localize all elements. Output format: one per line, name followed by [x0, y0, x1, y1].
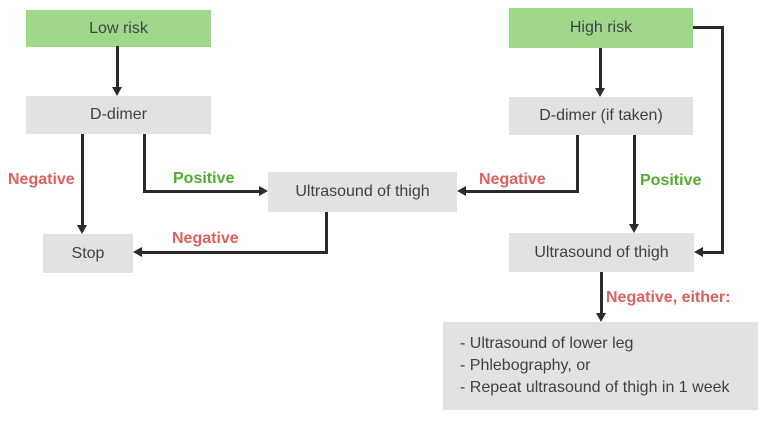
edge-ddimertaken-ultrasoundmid-hline	[465, 190, 579, 193]
node-d-dimer-label: D-dimer	[90, 106, 147, 123]
node-low-risk-label: Low risk	[89, 19, 148, 37]
edge-ddimertaken-ultrasoundright-line	[633, 135, 636, 225]
node-d-dimer-if-taken: D-dimer (if taken)	[509, 97, 693, 135]
node-low-risk: Low risk	[26, 10, 211, 47]
node-high-risk: High risk	[509, 8, 693, 48]
edge-ddimer-ultrasound-hline	[143, 190, 260, 193]
edge-ddimer-stop-arrowhead-icon	[77, 225, 87, 234]
node-high-risk-label: High risk	[569, 19, 633, 36]
edge-ddimer-stop-line	[81, 134, 84, 226]
edge-lowrisk-ddimer-arrowhead-icon	[112, 87, 122, 96]
followup-option-1: - Ultrasound of lower leg	[460, 335, 634, 352]
edge-highrisk-bypass-bottomline	[702, 251, 724, 254]
label-positive-ddimer-taken-to-ultrasound: Positive	[640, 172, 702, 189]
edge-ultrasoundright-followup-arrowhead-icon	[596, 313, 606, 322]
label-negative-ddimer-taken-to-ultrasound: Negative	[479, 171, 546, 188]
edge-ddimer-ultrasound-arrowhead-icon	[259, 186, 268, 196]
node-d-dimer: D-dimer	[26, 96, 211, 134]
followup-option-3: - Repeat ultrasound of thigh in 1 week	[460, 379, 730, 396]
edge-ultrasound-stop-hline	[141, 251, 328, 254]
node-ultrasound-thigh-right: Ultrasound of thigh	[509, 233, 694, 272]
edge-highrisk-bypass-topline	[693, 26, 724, 29]
edge-highrisk-bypass-vline	[721, 26, 724, 254]
node-ultrasound-thigh-mid: Ultrasound of thigh	[268, 172, 457, 212]
edge-highrisk-ddimertaken-arrowhead-icon	[595, 88, 605, 97]
node-followup-options: - Ultrasound of lower leg - Phlebography…	[443, 322, 758, 410]
followup-option-2: - Phlebography, or	[460, 357, 591, 374]
node-ultrasound-thigh-mid-label: Ultrasound of thigh	[295, 183, 430, 200]
edge-lowrisk-ddimer-line	[116, 46, 119, 88]
label-negative-ultrasound-to-stop: Negative	[172, 230, 239, 247]
edge-highrisk-bypass-arrowhead-icon	[694, 247, 703, 257]
label-negative-ddimer-to-stop: Negative	[8, 171, 75, 188]
edge-ultrasoundright-followup-line	[600, 272, 603, 314]
edge-highrisk-ddimertaken-line	[599, 48, 602, 88]
edge-ddimertaken-ultrasoundmid-arrowhead-icon	[457, 186, 466, 196]
node-ultrasound-thigh-right-label: Ultrasound of thigh	[534, 243, 669, 261]
node-d-dimer-if-taken-label: D-dimer (if taken)	[539, 107, 663, 124]
edge-ddimertaken-ultrasoundmid-vline	[576, 135, 579, 193]
node-stop: Stop	[43, 234, 133, 273]
label-negative-either: Negative, either:	[606, 289, 731, 306]
edge-ultrasound-stop-arrowhead-icon	[133, 247, 142, 257]
edge-ultrasound-stop-vline	[325, 212, 328, 254]
edge-ddimertaken-ultrasoundright-arrowhead-icon	[629, 224, 639, 233]
label-positive-ddimer-to-ultrasound: Positive	[173, 170, 235, 187]
edge-ddimer-ultrasound-vline	[143, 134, 146, 193]
node-stop-label: Stop	[71, 244, 105, 262]
